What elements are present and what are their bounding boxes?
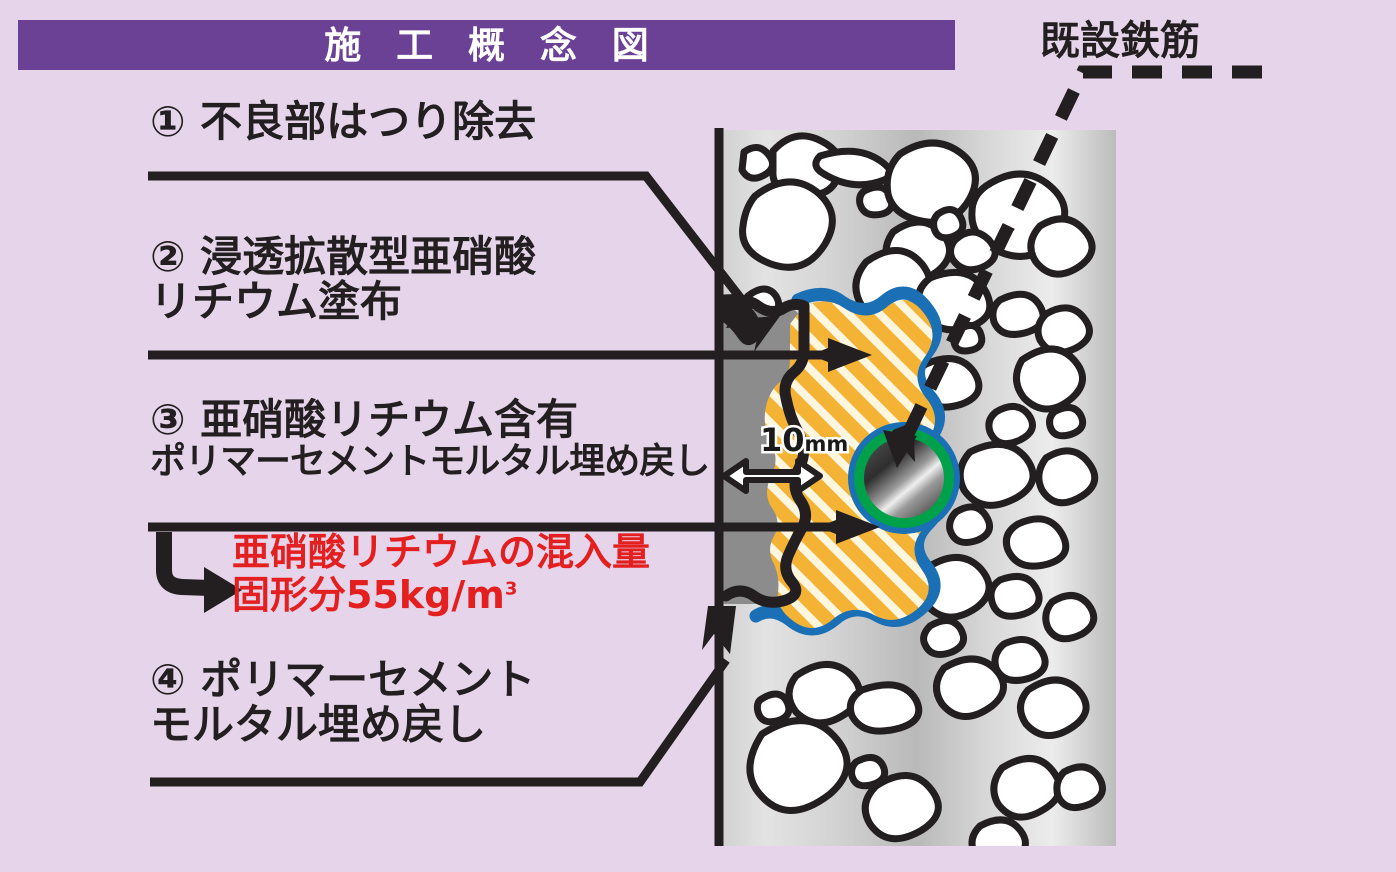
step-4-line-1: ④ ポリマーセメント	[150, 655, 536, 704]
rebar-leader-line-outer	[1002, 65, 1262, 231]
dimension-arrow-10mm	[721, 458, 823, 494]
page-title: 施 工 概 念 図	[324, 23, 660, 67]
step-4: ④ ポリマーセメント モルタル埋め戻し	[150, 655, 536, 749]
leader-1	[148, 171, 746, 303]
step-3-line-1: ③ 亜硝酸リチウム含有	[150, 395, 579, 444]
existing-rebar	[848, 422, 960, 534]
diagram-title-bar: 施 工 概 念 図	[18, 20, 955, 70]
step-4-line-2: モルタル埋め戻し	[150, 699, 487, 749]
note-elbow-arrow	[156, 532, 242, 613]
step-2-line-2: リチウム塗布	[150, 276, 403, 326]
note-line-2: 固形分55kg/m3	[232, 572, 650, 617]
existing-rebar-label: 既設鉄筋	[1040, 18, 1200, 64]
step-3: ③ 亜硝酸リチウム含有 ポリマーセメントモルタル埋め戻し	[150, 395, 710, 482]
rebar-leader-line	[883, 130, 1063, 468]
dimension-unit: mm	[802, 431, 851, 457]
step-1: ① 不良部はつり除去	[150, 97, 537, 146]
step-arrowheads	[702, 296, 880, 654]
note-line-1: 亜硝酸リチウムの混入量	[232, 530, 651, 574]
lithium-nitrite-dosage-note: 亜硝酸リチウムの混入量 固形分55kg/m3	[232, 531, 650, 616]
step-1-line-1: ① 不良部はつり除去	[150, 97, 537, 146]
dimension-value: 10	[758, 421, 807, 459]
leader-4	[150, 657, 730, 787]
note-cubic-superscript: 3	[504, 577, 518, 599]
step-2: ② 浸透拡散型亜硝酸 リチウム塗布	[150, 232, 537, 326]
note-line-2-text: 固形分55kg/m	[232, 572, 505, 617]
aggregate-stones	[738, 132, 1106, 846]
dimension-label-10mm: 10mm	[758, 421, 851, 459]
step-2-line-1: ② 浸透拡散型亜硝酸	[150, 232, 537, 281]
step-3-line-2: ポリマーセメントモルタル埋め戻し	[150, 440, 710, 482]
step-leader-lines	[148, 171, 836, 787]
